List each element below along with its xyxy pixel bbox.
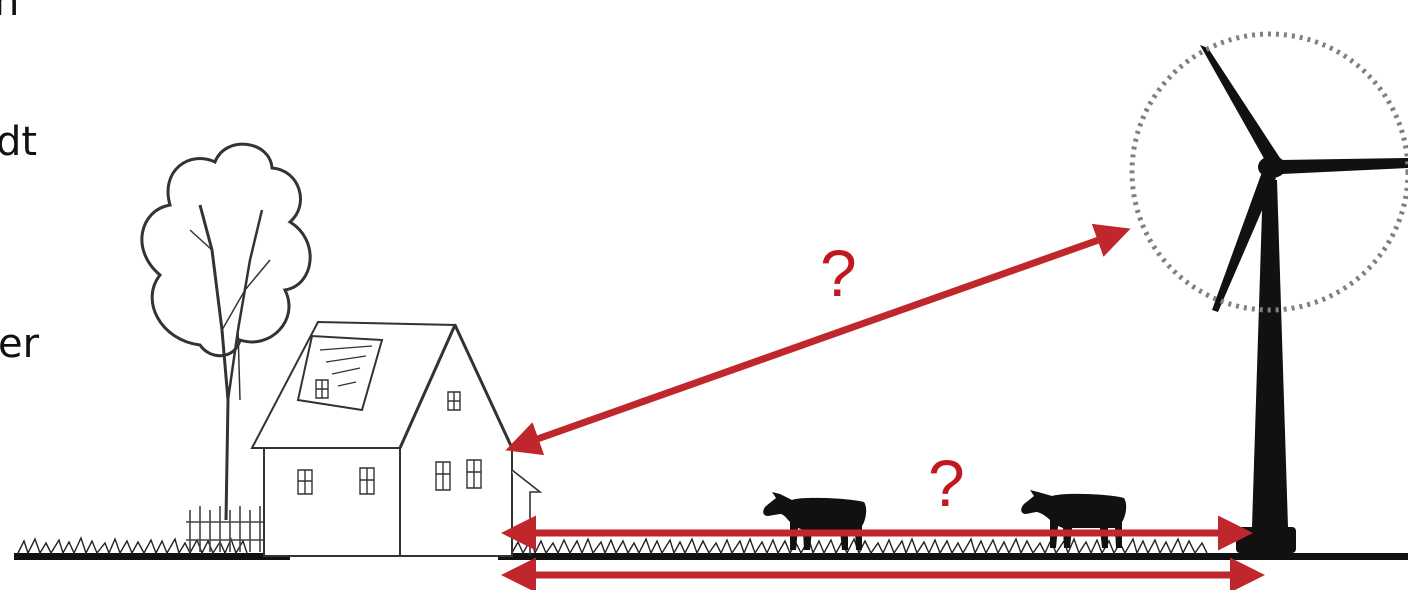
cow-icon xyxy=(763,492,866,550)
house-icon xyxy=(252,322,540,556)
wind-turbine-icon xyxy=(1200,45,1408,553)
diagonal-distance-arrow xyxy=(512,231,1124,448)
ground-distance-question: ? xyxy=(928,450,965,516)
ground xyxy=(14,553,1408,560)
diagonal-distance-question: ? xyxy=(820,240,857,306)
